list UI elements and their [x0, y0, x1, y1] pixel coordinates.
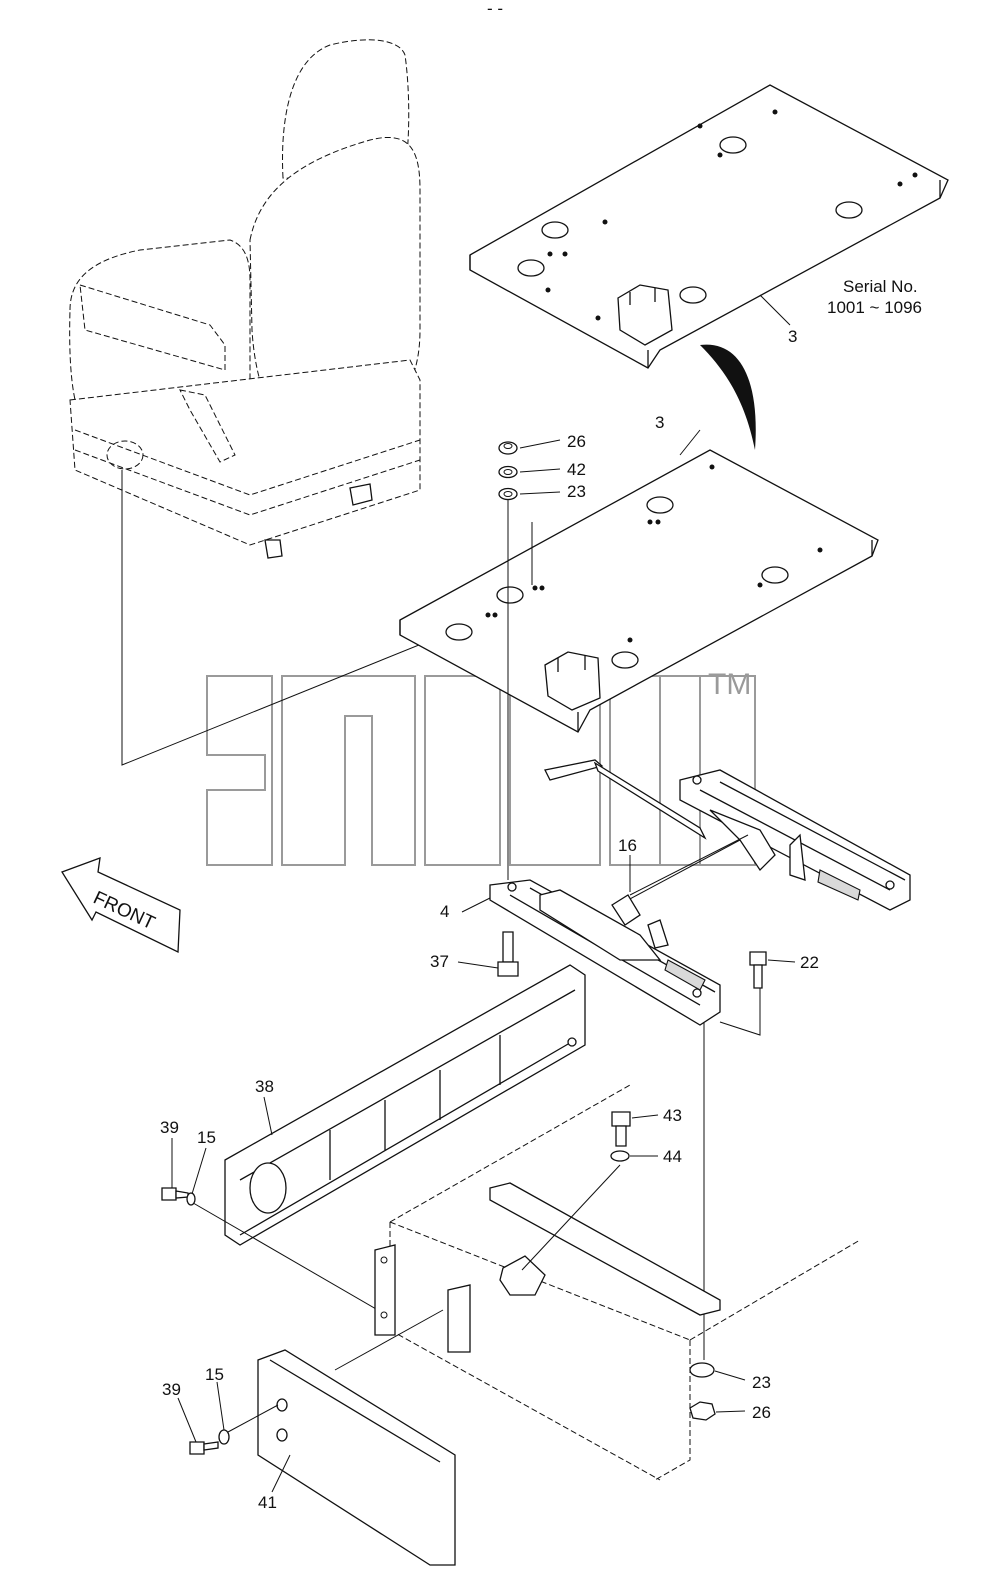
cover41-leader	[334, 1309, 444, 1371]
curved-arrow	[700, 344, 756, 450]
nut-stack-top	[498, 441, 518, 501]
callout-39-upper: 39	[160, 1118, 179, 1137]
callout-23: 23	[567, 482, 586, 501]
cable-line	[627, 839, 741, 901]
front-arrow: FRONT	[61, 857, 181, 954]
cable-line-2	[629, 834, 749, 896]
callout-leaders	[171, 294, 796, 1493]
serial-line-1: Serial No.	[843, 277, 918, 296]
callout-16: 16	[618, 836, 637, 855]
cover-leader-line	[187, 1199, 396, 1321]
slide-rail-rear	[544, 759, 911, 911]
side-cover-41	[257, 1349, 456, 1566]
seat-plate-upper	[469, 84, 949, 369]
bolt-22	[749, 951, 767, 989]
callout-23-lower: 23	[752, 1373, 771, 1392]
bolt-43	[611, 1111, 631, 1147]
nut-26-lower	[689, 1401, 716, 1421]
callout-15-lower: 15	[205, 1365, 224, 1384]
callout-44: 44	[663, 1147, 682, 1166]
callout-22: 22	[800, 953, 819, 972]
callout-26: 26	[567, 432, 586, 451]
callout-3-upper: 3	[788, 327, 797, 346]
trademark-text: TM	[708, 668, 751, 701]
callout-42: 42	[567, 460, 586, 479]
side-cover-38	[224, 964, 586, 1246]
callout-26-lower: 26	[752, 1403, 771, 1422]
seat-plate-lower	[399, 449, 879, 733]
washer-23-lower	[689, 1362, 715, 1378]
callout-4: 4	[440, 902, 449, 921]
callout-15-upper: 15	[197, 1128, 216, 1147]
bolt-37	[497, 931, 519, 977]
header-mark: - -	[487, 0, 503, 18]
callout-3-lower: 3	[655, 413, 664, 432]
seat-outline	[69, 39, 421, 559]
screw-39-upper	[161, 1187, 196, 1206]
washer-axis-line	[521, 1164, 621, 1271]
serial-line-2: 1001 ~ 1096	[827, 298, 922, 317]
washer-44	[610, 1150, 630, 1162]
frame-bracket	[374, 1182, 721, 1353]
screw-lower-axis	[227, 1404, 279, 1433]
callout-37: 37	[430, 952, 449, 971]
callout-38: 38	[255, 1077, 274, 1096]
seat-leader-line	[121, 470, 556, 766]
callout-41: 41	[258, 1493, 277, 1512]
slide-rail-front	[489, 879, 721, 1026]
callout-43: 43	[663, 1106, 682, 1125]
bolt22-axis	[719, 985, 761, 1036]
callout-39-lower: 39	[162, 1380, 181, 1399]
